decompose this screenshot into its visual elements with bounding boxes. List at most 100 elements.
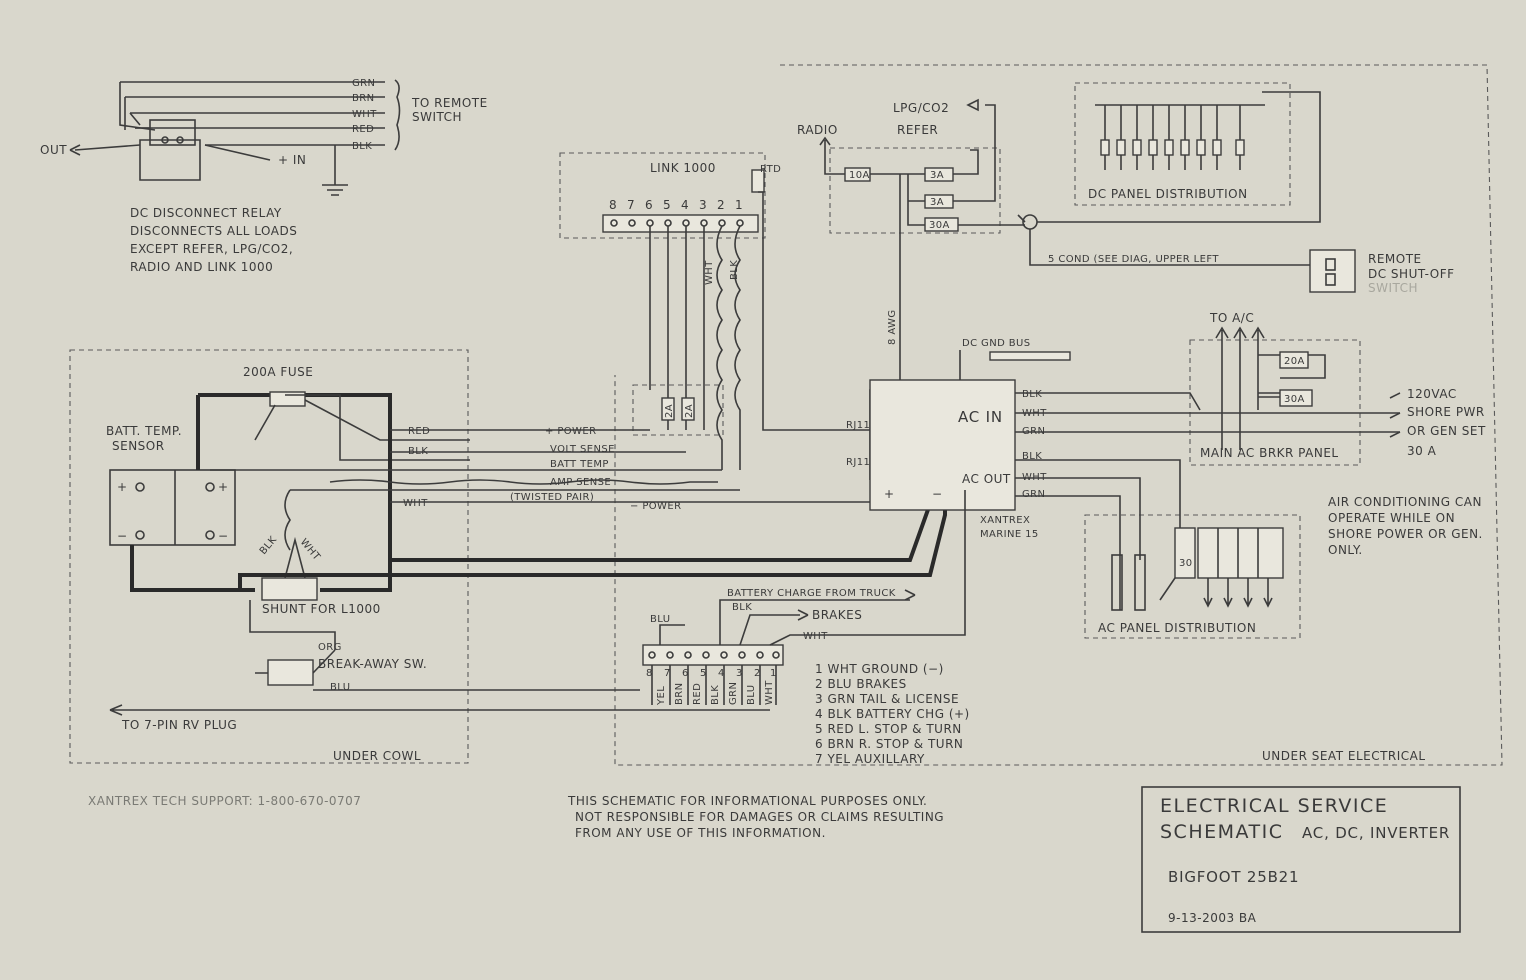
trailer-pin-8: 8	[646, 668, 653, 679]
title-date: 9-13-2003 BA	[1168, 911, 1257, 925]
link-pin-8: 8	[609, 198, 617, 212]
disclaimer-1: THIS SCHEMATIC FOR INFORMATIONAL PURPOSE…	[567, 794, 927, 808]
remote-label-1: REMOTE	[1368, 252, 1422, 266]
link-blk-label: BLK	[729, 260, 740, 280]
shunt-label: SHUNT FOR L1000	[262, 602, 381, 616]
title-line-2: SCHEMATIC	[1160, 821, 1284, 843]
relay-in-label: + IN	[278, 153, 306, 167]
shore-2: SHORE PWR	[1407, 405, 1485, 419]
battery-section	[109, 391, 770, 716]
rv-plug-label: TO 7-PIN RV PLUG	[121, 718, 237, 732]
eight-awg-label: 8 AWG	[887, 310, 898, 345]
ac-panel-dist-enclosure	[1084, 514, 1301, 639]
sense-fuse-1: 2A	[664, 404, 675, 418]
link-pin-3: 3	[699, 198, 707, 212]
fuse-200a-label: 200A FUSE	[243, 365, 313, 379]
dc-disconnect-relay	[69, 79, 401, 196]
to-ac-label: TO A/C	[1209, 311, 1254, 325]
top-lpg-label: LPG/CO2	[893, 101, 949, 115]
top-fuse-block	[819, 91, 1321, 480]
trailer-pin-2: 2	[754, 668, 761, 679]
top-fuse-3a-2: 3A	[930, 197, 944, 208]
trailer-pin-6: 6	[682, 668, 689, 679]
ac-out-wht: WHT	[1022, 472, 1047, 483]
trailer-pin-1: 1	[770, 668, 777, 679]
main-ac-breaker-panel	[1215, 326, 1326, 450]
ac-panel-distribution	[1111, 475, 1284, 611]
ac-in-label: AC IN	[958, 408, 1003, 426]
relay-wire-grn: GRN	[352, 78, 375, 89]
ac-note-1: AIR CONDITIONING CAN	[1328, 495, 1482, 509]
trailer-plug-strip	[642, 490, 966, 705]
relay-wire-red: RED	[352, 124, 374, 135]
trailer-pin-7: 7	[664, 668, 671, 679]
sense-fuse-enclosure	[632, 384, 724, 436]
disclaimer-2: NOT RESPONSIBLE FOR DAMAGES OR CLAIMS RE…	[575, 810, 944, 824]
link-pin-6: 6	[645, 198, 653, 212]
inverter-rj-2: RJ11	[846, 457, 870, 468]
disclaimer-3: FROM ANY USE OF THIS INFORMATION.	[575, 826, 826, 840]
link1000-enclosure	[559, 152, 766, 239]
link1000-rtd: RTD	[760, 164, 781, 175]
trailer-pin-4: 4	[718, 668, 725, 679]
remote-switch[interactable]	[1309, 249, 1356, 293]
power-minus-label: − POWER	[630, 501, 681, 512]
link-pin-4: 4	[681, 198, 689, 212]
pin-wire-yel: YEL	[656, 686, 667, 706]
top-fuse-30a: 30A	[929, 220, 950, 231]
main-panel-label: MAIN AC BRKR PANEL	[1200, 446, 1339, 460]
amp-sense-label: AMP SENSE	[550, 477, 611, 488]
title-model: BIGFOOT 25B21	[1168, 868, 1299, 886]
ac-thirty-label: 30	[1179, 558, 1193, 569]
ac-note-2: OPERATE WHILE ON	[1328, 511, 1455, 525]
trailer-blu: BLU	[650, 614, 670, 625]
link1000-title: LINK 1000	[650, 161, 716, 175]
link-wht-label: WHT	[704, 260, 715, 285]
batt-plus: +	[117, 480, 128, 494]
inverter-rj-1: RJ11	[846, 420, 870, 431]
inverter-plus: +	[884, 487, 895, 501]
relay-desc-1: DC DISCONNECT RELAY	[130, 206, 282, 220]
link-pin-5: 5	[663, 198, 671, 212]
shore-1: 120VAC	[1407, 387, 1457, 401]
relay-out-label: OUT	[40, 143, 67, 157]
batt-minus: −	[117, 529, 128, 543]
wire-red-label: RED	[408, 426, 430, 437]
relay-wire-brn: BRN	[352, 93, 375, 104]
top-refer-label: REFER	[897, 123, 938, 137]
sense-fuses	[661, 397, 695, 421]
under-cowl-enclosure	[69, 349, 469, 764]
shore-4: 30 A	[1407, 444, 1437, 458]
batt-plus-2: +	[218, 480, 229, 494]
ac-in-grn: GRN	[1022, 426, 1045, 437]
title-line-3: AC, DC, INVERTER	[1302, 824, 1450, 842]
link-wires	[649, 191, 870, 470]
trailer-pin-3: 3	[736, 668, 743, 679]
volt-sense-label: VOLT SENSE	[550, 444, 615, 455]
batt-minus-2: −	[218, 529, 229, 543]
top-radio-label: RADIO	[797, 123, 838, 137]
relay-desc-3: EXCEPT REFER, LPG/CO2,	[130, 242, 293, 256]
charge-label: BATTERY CHARGE FROM TRUCK	[727, 588, 896, 599]
batt-sensor-1: BATT. TEMP.	[106, 424, 182, 438]
breakaway-label: BREAK-AWAY SW.	[318, 657, 427, 671]
pin-wire-red: RED	[692, 683, 703, 705]
trailer-wht: WHT	[803, 631, 828, 642]
main-dc-wires	[210, 350, 961, 590]
pin-wire-brn: BRN	[674, 683, 685, 706]
dc-gnd-bus-label: DC GND BUS	[962, 338, 1031, 349]
top-fuse-3a-1: 3A	[930, 170, 944, 181]
relay-to-remote-1: TO REMOTE	[411, 96, 488, 110]
xantrex-inverter	[869, 351, 1401, 610]
link-pin-7: 7	[627, 198, 635, 212]
breaker-20a: 20A	[1284, 356, 1305, 367]
inverter-name-2: MARINE 15	[980, 529, 1039, 540]
twisted-pair-label: (TWISTED PAIR)	[510, 492, 594, 503]
dc-panel-fuses	[1095, 104, 1265, 170]
relay-wire-blk: BLK	[352, 141, 372, 152]
inverter-name-1: XANTREX	[980, 515, 1030, 526]
relay-desc-4: RADIO AND LINK 1000	[130, 260, 273, 274]
legend-1: 1 WHT GROUND (−)	[815, 662, 944, 676]
wire-wht-label: WHT	[403, 498, 428, 509]
power-plus-label: + POWER	[545, 426, 596, 437]
